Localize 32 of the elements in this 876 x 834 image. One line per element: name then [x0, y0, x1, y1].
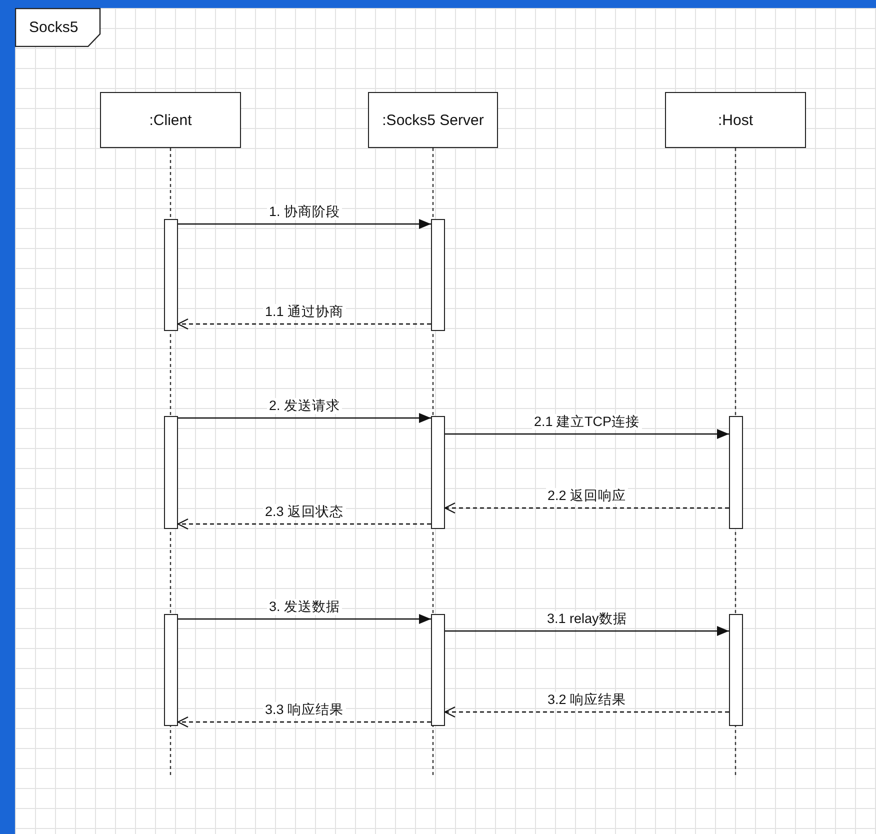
return-arrow — [444, 502, 729, 514]
return-arrow — [444, 706, 729, 718]
activation-bar — [431, 416, 445, 529]
activation-bar — [729, 614, 743, 726]
participant-box: :Socks5 Server — [368, 92, 498, 148]
message-arrow — [445, 429, 729, 439]
participant-box: :Client — [100, 92, 241, 148]
activation-bar — [164, 219, 178, 331]
return-arrow — [177, 518, 431, 530]
edge-label: 2.3 返回状态 — [263, 504, 346, 520]
activation-bar — [164, 614, 178, 726]
edge-label: 2. 发送请求 — [267, 398, 342, 414]
edge-label: 2.2 返回响应 — [546, 488, 628, 504]
edge-label: 2.1 建立TCP连接 — [532, 414, 642, 430]
participant-box: :Host — [665, 92, 806, 148]
message-arrow — [178, 219, 431, 229]
edge-label: 3.1 relay数据 — [545, 611, 629, 627]
message-arrow — [178, 614, 431, 624]
edge-label: 3. 发送数据 — [267, 599, 342, 615]
frame-title-tab: Socks5 — [15, 8, 101, 47]
edge-label: 3.3 响应结果 — [263, 702, 346, 718]
return-arrow — [177, 318, 431, 330]
sequence-frame — [15, 8, 876, 834]
message-arrow — [445, 626, 729, 636]
activation-bar — [729, 416, 743, 529]
message-arrow — [178, 413, 431, 423]
activation-bar — [164, 416, 178, 529]
edge-label: 1.1 通过协商 — [263, 304, 346, 320]
activation-bar — [431, 614, 445, 726]
activation-bar — [431, 219, 445, 331]
edge-label: 1. 协商阶段 — [267, 204, 342, 220]
return-arrow — [177, 716, 431, 728]
